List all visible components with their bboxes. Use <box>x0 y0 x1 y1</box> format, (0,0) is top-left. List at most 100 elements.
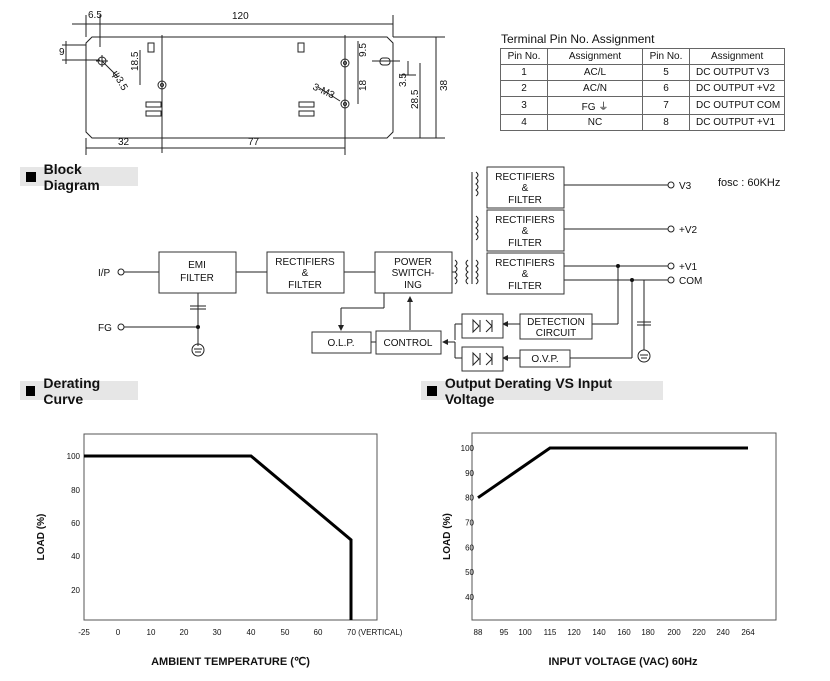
block-diagram-heading: Block Diagram <box>20 161 138 193</box>
y-tick-label: 60 <box>71 519 80 528</box>
rect-in-label-3: FILTER <box>288 280 322 291</box>
detection-label-1: DETECTION <box>527 317 585 328</box>
rect-v3-label-3: FILTER <box>508 195 542 206</box>
x-tick-label: 160 <box>617 628 631 637</box>
bullet-square-icon <box>427 385 437 396</box>
dim-18-5: 18.5 <box>130 51 141 71</box>
col-header: Assignment <box>547 48 643 65</box>
detection-label-2: CIRCUIT <box>536 328 577 339</box>
x-tick-label: 140 <box>592 628 606 637</box>
y-tick-label: 60 <box>465 543 474 552</box>
derating-heading: Derating Curve <box>20 375 138 407</box>
y-tick-label: 100 <box>67 452 81 461</box>
input-derating-heading: Output Derating VS Input Voltage <box>421 375 663 407</box>
rect-in-label-1: RECTIFIERS <box>275 257 335 268</box>
table-row: 4 NC 8 DC OUTPUT +V1 <box>500 114 786 131</box>
dim-3-m3: 3-M3 <box>311 82 337 102</box>
x-tick-label: 240 <box>716 628 730 637</box>
dim-hole: ψ3.5 <box>109 69 129 93</box>
rectifier-v3-block <box>486 166 565 209</box>
rect-v1-label-2: & <box>522 269 529 280</box>
table-cell: 7 <box>642 96 690 115</box>
input-ip-label: I/P <box>98 268 111 279</box>
rect-in-label-2: & <box>302 268 309 279</box>
table-cell: FG ⏚ <box>547 96 643 115</box>
x-tick-label: 0 <box>116 628 121 637</box>
y-tick-label: 80 <box>465 494 474 503</box>
rect-v3-label-2: & <box>522 183 529 194</box>
fosc-label: fosc : 60KHz <box>718 177 780 189</box>
power-switching-block <box>374 251 453 294</box>
pin-table-title: Terminal Pin No. Assignment <box>501 32 655 46</box>
optocoupler-icon <box>461 313 504 339</box>
x-tick-label: 10 <box>147 628 156 637</box>
x-tick-label: 88 <box>474 628 483 637</box>
x-tick-label: 95 <box>500 628 509 637</box>
col-header: Pin No. <box>642 48 690 65</box>
mechanical-drawing: 6.5 120 9 18.5 ψ3.5 9.5 18 3.5 28.5 38 3… <box>59 10 450 155</box>
optocoupler-icon <box>461 346 504 372</box>
dim-77: 77 <box>248 137 260 148</box>
dim-6-5: 6.5 <box>88 10 102 21</box>
x-tick-label: 100 <box>518 628 532 637</box>
x-tick-label: 50 <box>281 628 290 637</box>
x-tick-label: 220 <box>692 628 706 637</box>
emi-label-1: EMI <box>188 260 206 271</box>
x-tick-label: 70 (VERTICAL) <box>347 628 403 637</box>
dim-32: 32 <box>118 137 130 148</box>
y-tick-label: 70 <box>465 519 474 528</box>
table-cell: DC OUTPUT +V1 <box>688 114 786 131</box>
table-row: 3 FG ⏚ 7 DC OUTPUT COM <box>500 96 786 115</box>
rectifier-input-block <box>266 251 345 294</box>
dim-3-5: 3.5 <box>398 73 409 87</box>
rect-v1-label-1: RECTIFIERS <box>495 258 555 269</box>
rect-v2-label-3: FILTER <box>508 238 542 249</box>
table-cell: AC/L <box>547 64 643 81</box>
table-cell: DC OUTPUT +V2 <box>688 80 786 97</box>
rect-v3-label-1: RECTIFIERS <box>495 172 555 183</box>
y-tick-label: 40 <box>465 593 474 602</box>
rect-v2-label-2: & <box>522 226 529 237</box>
table-cell: 1 <box>500 64 548 81</box>
x-axis-label: INPUT VOLTAGE (VAC) 60Hz <box>548 656 698 668</box>
y-tick-label: 50 <box>465 568 474 577</box>
x-tick-label: -25 <box>78 628 90 637</box>
col-header: Pin No. <box>500 48 548 65</box>
control-label: CONTROL <box>384 338 433 349</box>
table-cell: 6 <box>642 80 690 97</box>
x-tick-label: 264 <box>741 628 755 637</box>
bullet-square-icon <box>26 171 36 182</box>
x-tick-label: 180 <box>641 628 655 637</box>
olp-block <box>311 331 372 354</box>
rectifier-v2-block <box>486 209 565 252</box>
rect-v1-label-3: FILTER <box>508 281 542 292</box>
plot-frame <box>471 432 777 621</box>
y-tick-label: 90 <box>465 469 474 478</box>
table-cell: 2 <box>500 80 548 97</box>
table-cell: AC/N <box>547 80 643 97</box>
olp-label: O.L.P. <box>327 338 354 349</box>
table-cell: 8 <box>642 114 690 131</box>
dim-120: 120 <box>232 11 249 22</box>
heading-text: Block Diagram <box>43 160 100 193</box>
bullet-square-icon <box>26 385 36 396</box>
power-label-3: ING <box>404 280 422 291</box>
dim-9: 9 <box>59 47 65 58</box>
dim-9-5: 9.5 <box>358 43 369 57</box>
emi-label-2: FILTER <box>180 273 214 284</box>
dim-38: 38 <box>439 79 450 91</box>
col-header: Assignment <box>688 48 786 65</box>
input-fg-label: FG <box>98 323 112 334</box>
y-axis-label: LOAD (%) <box>36 514 47 561</box>
x-tick-label: 115 <box>544 628 557 637</box>
table-header-row: Pin No. Assignment Pin No. Assignment <box>500 48 786 65</box>
y-tick-label: 40 <box>71 552 80 561</box>
plot-frame <box>83 433 378 621</box>
y-tick-label: 80 <box>71 486 80 495</box>
power-label-2: SWITCH- <box>392 268 435 279</box>
table-cell: NC <box>547 114 643 131</box>
output-v3-label: V3 <box>679 181 692 192</box>
y-tick-label: 20 <box>71 586 80 595</box>
